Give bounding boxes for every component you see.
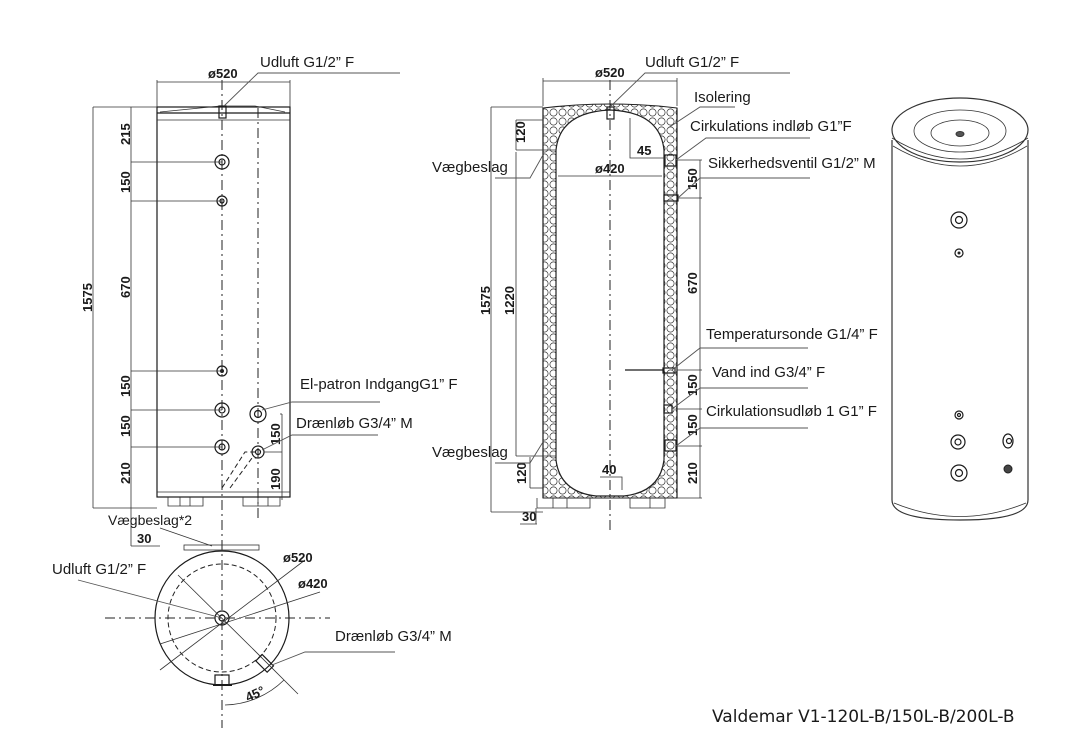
label-wall-bracket: Vægbeslag*2 [108, 512, 192, 528]
section-view: ø520 ø420 45 120 1575 1220 120 30 40 150 [432, 54, 878, 530]
front-view: ø520 1575 215 150 670 150 150 210 150 19… [80, 54, 458, 725]
dim-top-inner: ø420 [298, 576, 328, 591]
model-title: Valdemar V1-120L-B/150L-B/200L-B [712, 707, 1015, 727]
wall-bracket-plate [183, 544, 260, 551]
label-temp-sensor: Temperatursonde G1/4” F [706, 326, 878, 343]
dim-seg6: 210 [118, 462, 133, 484]
drain-fitting [254, 653, 275, 674]
air-vent-fitting [218, 105, 227, 119]
dim-side1: 150 [268, 423, 283, 445]
dim-s150c: 150 [685, 414, 700, 436]
circ-inlet-fitting [664, 154, 677, 167]
label-circ-inlet: Cirkulations indløb G1”F [690, 118, 852, 135]
dim-section-bracket: 30 [522, 509, 536, 524]
label-drain: Drænløb G3/4” M [296, 415, 413, 432]
tank-3d-view [891, 97, 1029, 521]
dim-top-outer: ø520 [283, 550, 313, 565]
dim-section-inner: ø420 [595, 161, 625, 176]
dim-offset: 45 [637, 143, 651, 158]
label-safety-valve: Sikkerhedsventil G1/2” M [708, 155, 876, 172]
dim-section-outer: ø520 [595, 65, 625, 80]
label-water-in: Vand ind G3/4” F [712, 364, 825, 381]
label-wall-bracket-top: Vægbeslag [432, 159, 508, 176]
dim-bottom-gap: 40 [602, 462, 616, 477]
label-insulation: Isolering [694, 89, 751, 106]
dim-seg5: 150 [118, 415, 133, 437]
tank-top [891, 97, 1029, 163]
dim-top-insulation: 120 [513, 121, 528, 143]
dim-bottom-insulation: 120 [514, 462, 529, 484]
label-section-air-vent: Udluft G1/2” F [645, 54, 739, 71]
dim-bracket: 30 [137, 531, 151, 546]
label-wall-bracket-bottom: Vægbeslag [432, 444, 508, 461]
label-air-vent: Udluft G1/2” F [260, 54, 354, 71]
dim-section-total: 1575 [478, 286, 493, 315]
dim-angle: 45° [243, 683, 267, 705]
label-top-air-vent: Udluft G1/2” F [52, 561, 146, 578]
dim-side2: 190 [268, 468, 283, 490]
label-circ-outlet: Cirkulationsudløb 1 G1” F [706, 403, 877, 420]
label-heating-element: El-patron IndgangG1” F [300, 376, 458, 393]
dim-s670: 670 [685, 272, 700, 294]
dim-diameter: ø520 [208, 66, 238, 81]
dim-seg1: 215 [118, 123, 133, 145]
dim-inner-height: 1220 [502, 286, 517, 315]
dim-seg2: 150 [118, 171, 133, 193]
dim-total-height: 1575 [80, 283, 95, 312]
dim-s150a: 150 [685, 168, 700, 190]
dim-s210: 210 [685, 462, 700, 484]
dim-seg4: 150 [118, 375, 133, 397]
dim-seg3: 670 [118, 276, 133, 298]
label-top-drain: Drænløb G3/4” M [335, 628, 452, 645]
top-view: Udluft G1/2” F ø520 ø420 Drænløb G3/4” M… [52, 527, 452, 728]
tank-3d-ports [950, 211, 1014, 482]
dim-s150b: 150 [685, 374, 700, 396]
tank-outline [156, 106, 291, 498]
